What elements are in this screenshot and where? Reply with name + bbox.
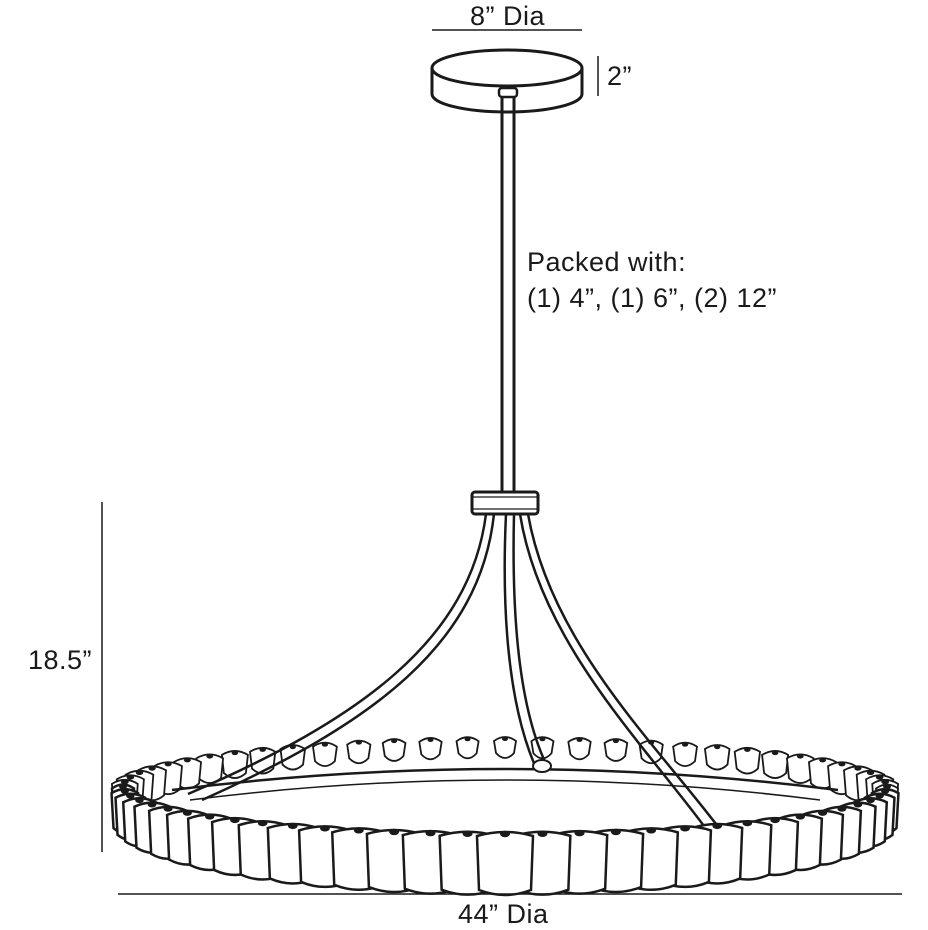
glass-segment bbox=[381, 738, 407, 762]
packed-rods-list: (1) 4”, (1) 6”, (2) 12” bbox=[527, 283, 778, 313]
rod-top-coupling bbox=[497, 86, 519, 99]
arm-left-inner bbox=[201, 513, 496, 802]
arm-right bbox=[518, 513, 706, 827]
hub-collar bbox=[470, 490, 540, 516]
canopy-height-label: 2” bbox=[607, 61, 633, 91]
glass-segment bbox=[475, 830, 535, 897]
arm-center bbox=[503, 513, 538, 769]
overall-height-label: 18.5” bbox=[28, 645, 93, 675]
ring-front-segments bbox=[110, 783, 900, 897]
inner-ring-rim-lower bbox=[189, 779, 821, 801]
canopy-diameter-label: 8” Dia bbox=[470, 1, 546, 31]
glass-segment bbox=[703, 744, 731, 771]
glass-segment bbox=[493, 736, 517, 759]
glass-segment bbox=[672, 741, 698, 767]
arm-center-inner bbox=[512, 513, 548, 765]
down-rod bbox=[500, 97, 516, 492]
glass-segment bbox=[603, 738, 629, 762]
glass-segment bbox=[733, 746, 761, 775]
ring-back-segments bbox=[111, 736, 899, 821]
arm-left bbox=[187, 513, 488, 796]
glass-segment bbox=[220, 750, 249, 779]
arm-center-clip bbox=[532, 759, 552, 773]
support-arms bbox=[187, 513, 717, 827]
packed-with-title: Packed with: bbox=[527, 247, 687, 277]
overall-diameter-label: 44” Dia bbox=[458, 899, 549, 929]
glass-segment bbox=[455, 736, 480, 760]
canopy bbox=[430, 48, 584, 114]
glass-segment bbox=[346, 739, 372, 765]
glass-segment bbox=[761, 750, 790, 779]
glass-segment bbox=[418, 737, 443, 761]
glass-segment bbox=[312, 741, 338, 767]
glass-segment bbox=[567, 737, 592, 761]
arm-right-inner bbox=[526, 513, 717, 825]
inner-ring-rim bbox=[171, 767, 839, 792]
